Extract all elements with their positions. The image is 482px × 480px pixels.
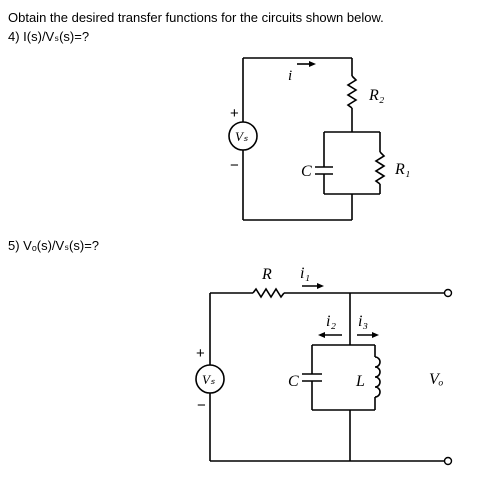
inductor-l: [374, 356, 381, 398]
circuit-4: i R₂ R₁ C Vₛ + −: [228, 57, 410, 221]
problem-4-question: 4) I(s)/Vₛ(s)=?: [8, 29, 90, 44]
label-l: L: [355, 373, 365, 390]
label-r2: R₂: [368, 87, 385, 104]
current-arrow-head: [309, 61, 316, 67]
plus-sign-5: +: [196, 345, 205, 362]
circuit-5: R i₁ i₂ i₃ C L Vₒ Vₛ + −: [195, 265, 453, 466]
problem-5-question: 5) Vₒ(s)/Vₛ(s)=?: [8, 238, 100, 253]
resistor-r2: [346, 75, 358, 109]
current-arrow-head: [318, 332, 325, 338]
label-c-4: C: [301, 163, 312, 180]
current-arrow-head: [372, 332, 379, 338]
label-vo: Vₒ: [429, 371, 444, 388]
output-terminal-bottom: [443, 456, 453, 466]
label-vs-5: Vₛ: [202, 372, 215, 387]
current-arrow-head: [317, 283, 324, 289]
label-c-5: C: [288, 373, 299, 390]
minus-sign-4: −: [230, 157, 239, 174]
plus-sign-4: +: [230, 105, 239, 122]
instruction-text: Obtain the desired transfer functions fo…: [8, 10, 384, 25]
resistor-r1: [374, 151, 386, 185]
output-terminal-top: [443, 288, 453, 298]
label-r: R: [261, 266, 272, 283]
resistor-r: [252, 287, 285, 299]
label-vs-4: Vₛ: [235, 129, 248, 144]
current-label-i: i: [288, 68, 292, 84]
label-r1: R₁: [394, 161, 410, 178]
label-i1: i₁: [300, 265, 310, 282]
label-i3: i₃: [358, 313, 368, 330]
label-i2: i₂: [326, 313, 336, 330]
minus-sign-5: −: [197, 397, 206, 414]
